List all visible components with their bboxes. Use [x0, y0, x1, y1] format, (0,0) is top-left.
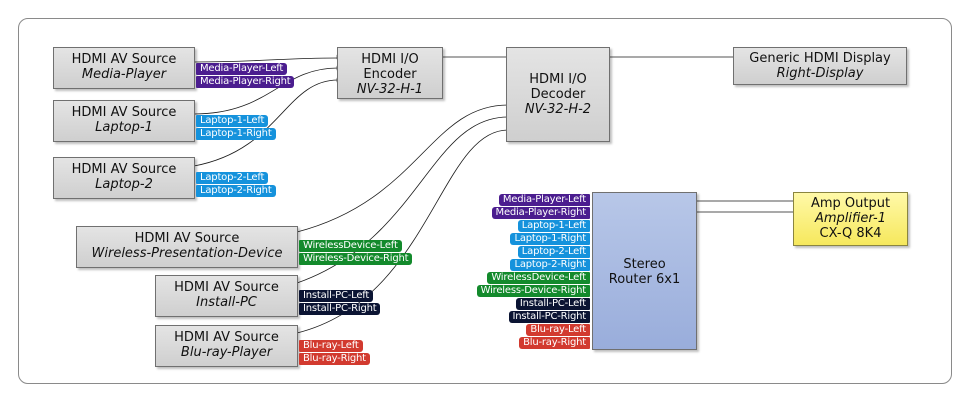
wire-media-to-encoder [193, 57, 339, 63]
router-line1: Stereo [623, 257, 666, 272]
decoder-name: NV-32-H-2 [524, 102, 592, 117]
wire-laptop2-to-encoder [193, 79, 339, 167]
router-line2: Router 6x1 [608, 272, 681, 287]
tag-install-pc-left[interactable]: Install-PC-Left [299, 290, 374, 302]
display-title: Generic HDMI Display [749, 51, 891, 66]
source-install-pc[interactable]: HDMI AV Source Install-PC [155, 275, 298, 317]
tag-laptop-2-left[interactable]: Laptop-2-Left [196, 172, 269, 184]
tag-laptop-2-right[interactable]: Laptop-2-Right [196, 185, 276, 197]
wire-wireless-to-decoder [296, 104, 509, 233]
tag-media-player-left[interactable]: Media-Player-Left [196, 63, 288, 75]
tag-install-pc-right[interactable]: Install-PC-Right [299, 303, 381, 315]
diagram-frame [18, 18, 952, 384]
block-title: HDMI AV Source [134, 231, 240, 246]
source-bluray-player[interactable]: HDMI AV Source Blu-ray-Player [155, 325, 298, 367]
router-input-tag[interactable]: Laptop-2-Right [510, 259, 590, 271]
router-input-tag[interactable]: Media-Player-Right [491, 207, 590, 219]
encoder-line1: HDMI I/O [361, 52, 419, 67]
router-input-tag[interactable]: Blu-ray-Right [519, 337, 590, 349]
block-title: HDMI AV Source [71, 162, 177, 177]
router-input-tag[interactable]: Install-PC-Left [515, 298, 590, 310]
tag-bluray-left[interactable]: Blu-ray-Left [299, 340, 363, 352]
source-wireless-presentation-device[interactable]: HDMI AV Source Wireless-Presentation-Dev… [76, 226, 298, 268]
router-input-tag[interactable]: Install-PC-Right [508, 311, 590, 323]
block-title: HDMI AV Source [174, 280, 279, 295]
block-title: HDMI AV Source [71, 105, 177, 120]
block-title: HDMI AV Source [174, 330, 279, 345]
source-laptop-1[interactable]: HDMI AV Source Laptop-1 [53, 100, 195, 142]
amp-line1: Amp Output [810, 196, 891, 211]
router-input-tag[interactable]: Wireless-Device-Right [476, 285, 590, 297]
tag-laptop-1-right[interactable]: Laptop-1-Right [196, 128, 276, 140]
block-name: Laptop-2 [95, 177, 153, 192]
wire-laptop1-to-encoder [193, 67, 339, 115]
decoder-line1: HDMI I/O [529, 72, 587, 87]
source-laptop-2[interactable]: HDMI AV Source Laptop-2 [53, 157, 195, 199]
decoder-block[interactable]: HDMI I/O Decoder NV-32-H-2 [506, 47, 610, 142]
display-name: Right-Display [776, 66, 864, 81]
amp-name: Amplifier-1 [814, 211, 887, 226]
block-name: Install-PC [196, 295, 257, 310]
stereo-router-block[interactable]: Stereo Router 6x1 [592, 192, 697, 350]
tag-laptop-1-left[interactable]: Laptop-1-Left [196, 115, 269, 127]
encoder-line2: Encoder [363, 67, 417, 82]
block-name: Media-Player [81, 67, 167, 82]
tag-bluray-right[interactable]: Blu-ray-Right [299, 353, 370, 365]
block-name: Laptop-1 [95, 120, 153, 135]
tag-wireless-right[interactable]: Wireless-Device-Right [299, 253, 413, 265]
amp-model: CX-Q 8K4 [819, 226, 882, 241]
router-input-tag[interactable]: Blu-ray-Left [526, 324, 590, 336]
block-name: Blu-ray-Player [180, 345, 273, 360]
router-input-tag[interactable]: Media-Player-Left [498, 194, 590, 206]
router-input-tag[interactable]: Laptop-1-Right [510, 233, 590, 245]
encoder-name: NV-32-H-1 [356, 82, 424, 97]
router-input-tag[interactable]: WirelessDevice-Left [487, 272, 590, 284]
tag-wireless-left[interactable]: WirelessDevice-Left [299, 240, 402, 252]
amp-output-block[interactable]: Amp Output Amplifier-1 CX-Q 8K4 [793, 192, 908, 246]
router-input-tag[interactable]: Laptop-1-Left [517, 220, 590, 232]
source-media-player[interactable]: HDMI AV Source Media-Player [53, 47, 195, 89]
router-input-tag[interactable]: Laptop-2-Left [517, 246, 590, 258]
decoder-line2: Decoder [530, 87, 586, 102]
block-title: HDMI AV Source [71, 52, 177, 67]
block-name: Wireless-Presentation-Device [91, 246, 283, 261]
encoder-block[interactable]: HDMI I/O Encoder NV-32-H-1 [337, 47, 443, 99]
display-block[interactable]: Generic HDMI Display Right-Display [733, 47, 907, 85]
tag-media-player-right[interactable]: Media-Player-Right [196, 76, 295, 88]
